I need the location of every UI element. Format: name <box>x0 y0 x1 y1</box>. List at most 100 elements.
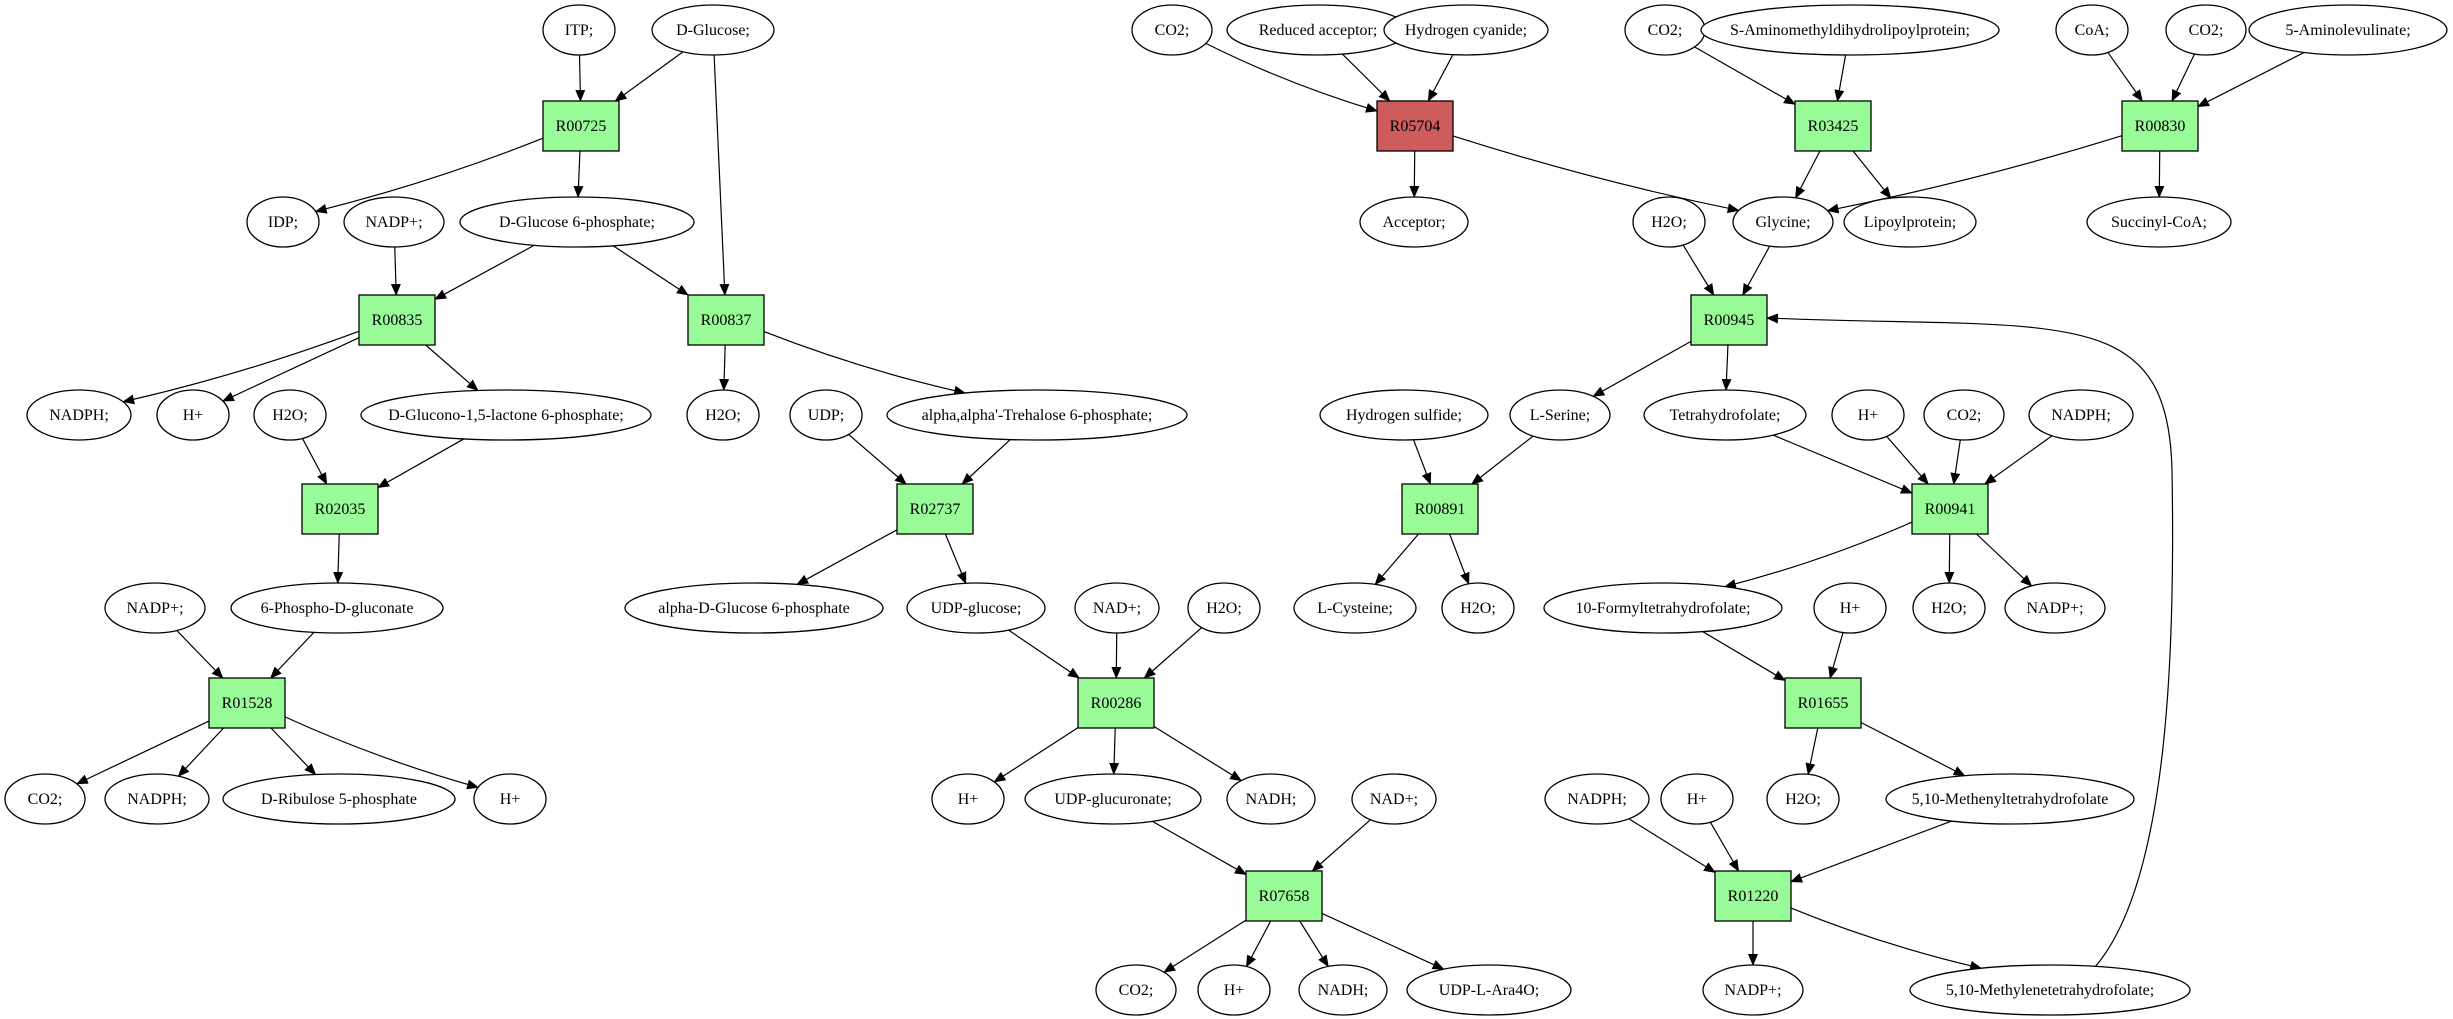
metabolite-d-glucose: D-Glucose; <box>651 4 775 56</box>
metabolite-label: D-Glucose; <box>676 22 750 39</box>
metabolite-label: H+ <box>958 791 979 808</box>
edge-r07658-to-m-nadh-2 <box>1299 920 1329 968</box>
metabolite-label: H2O; <box>705 407 741 424</box>
metabolite-label: NADP+; <box>2026 600 2083 617</box>
metabolite-label: NADP+; <box>1724 982 1781 999</box>
metabolite-co2: CO2; <box>1131 4 1213 56</box>
metabolite-label: Glycine; <box>1755 214 1810 231</box>
metabolite-ellipse <box>222 773 456 825</box>
metabolite-label: UDP-glucose; <box>931 600 1022 617</box>
edge-m-formylthf-to-r01655 <box>1702 631 1786 681</box>
metabolite-hydrogen-cyanide: Hydrogen cyanide; <box>1383 4 1549 56</box>
metabolite-ellipse <box>246 196 320 248</box>
edge-m-co2-4-to-r03425 <box>1694 46 1796 105</box>
metabolite-ellipse <box>1544 773 1650 825</box>
metabolite-ellipse <box>1383 4 1549 56</box>
metabolite-ellipse <box>1131 4 1213 56</box>
metabolite-h: H+ <box>1813 582 1887 634</box>
edge-m-itp-to-r00725 <box>575 54 586 102</box>
edge-m-ala-to-r00830 <box>2197 51 2305 108</box>
metabolite-d-glucono-1-5-lactone-6-phosphate: D-Glucono-1,5-lactone 6-phosphate; <box>360 389 652 441</box>
reaction-label: R01528 <box>222 695 273 712</box>
edge-r02737-to-m-udpglucose <box>944 533 967 585</box>
reaction-r01655: R01655 <box>1784 677 1862 729</box>
metabolite-ellipse <box>542 4 616 56</box>
metabolite-nadp: NADP+; <box>2004 582 2106 634</box>
edge-r00891-to-m-h2o-5 <box>1449 533 1470 585</box>
reaction-label: R00725 <box>556 118 607 135</box>
edge-m-udpglucuronate-to-r07658 <box>1152 820 1247 875</box>
metabolite-label: Hydrogen cyanide; <box>1405 22 1527 39</box>
edge-r02035-to-m-6pg <box>333 533 344 585</box>
metabolite-ellipse <box>1702 964 1804 1016</box>
metabolite-ellipse <box>2086 196 2232 248</box>
reaction-r01528: R01528 <box>208 677 286 729</box>
metabolite-ellipse <box>104 773 210 825</box>
metabolite-label: NADPH; <box>2051 407 2111 424</box>
metabolite-10-formyltetrahydrofolate: 10-Formyltetrahydrofolate; <box>1543 582 1783 634</box>
metabolite-label: H+ <box>1840 600 1861 617</box>
metabolite-ellipse <box>1732 196 1834 248</box>
reaction-r05704: R05704 <box>1376 100 1454 152</box>
metabolite-udp-glucuronate: UDP-glucuronate; <box>1024 773 1202 825</box>
edge-m-dglucose-to-r00837 <box>713 54 730 296</box>
metabolite-label: CoA; <box>2075 22 2110 39</box>
metabolite-ellipse <box>1766 773 1840 825</box>
reaction-box <box>1794 100 1872 152</box>
metabolite-label: H+ <box>1224 982 1245 999</box>
metabolite-ellipse <box>1024 773 1202 825</box>
metabolite-ellipse <box>1923 389 2005 441</box>
metabolite-label: Reduced acceptor; <box>1259 22 1378 39</box>
edge-m-glucono-to-r02035 <box>377 438 465 489</box>
reaction-box <box>1784 677 1862 729</box>
reaction-label: R00830 <box>2135 118 2186 135</box>
metabolite-label: 6-Phospho-D-gluconate <box>261 600 414 617</box>
edge-r00725-to-m-idp <box>314 137 544 214</box>
metabolite-label: H2O; <box>272 407 308 424</box>
metabolite-co2: CO2; <box>1923 389 2005 441</box>
metabolite-h: H+ <box>1660 773 1734 825</box>
metabolite-label: D-Ribulose 5-phosphate <box>261 791 417 808</box>
reaction-label: R05704 <box>1390 118 1441 135</box>
reaction-r00891: R00891 <box>1401 483 1479 535</box>
reaction-box <box>301 483 379 535</box>
metabolite-h: H+ <box>156 389 230 441</box>
edge-r00835-to-m-glucono <box>425 344 479 392</box>
metabolite-nadh: NADH; <box>1298 964 1388 1016</box>
edge-r00945-to-m-serine <box>1592 340 1692 397</box>
metabolite-label: UDP; <box>808 407 844 424</box>
metabolite-label: CO2; <box>28 791 63 808</box>
metabolite-h: H+ <box>931 773 1005 825</box>
reaction-box <box>2121 100 2199 152</box>
metabolite-label: S-Aminomethyldihydrolipoylprotein; <box>1730 22 1970 39</box>
metabolite-ellipse <box>1095 964 1177 1016</box>
metabolite-udp-l-ara4o: UDP-L-Ara4O; <box>1406 964 1572 1016</box>
metabolite-label: H+ <box>500 791 521 808</box>
reaction-label: R03425 <box>1808 118 1859 135</box>
metabolite-label: NADH; <box>1246 791 1297 808</box>
metabolite-ellipse <box>2055 4 2129 56</box>
metabolite-ellipse <box>1700 4 2000 56</box>
metabolite-coa: CoA; <box>2055 4 2129 56</box>
edge-r02737-to-m-adg6p <box>796 529 898 585</box>
metabolite-ellipse <box>104 582 206 634</box>
metabolite-ellipse <box>931 773 1005 825</box>
metabolite-label: alpha-D-Glucose 6-phosphate <box>658 600 850 617</box>
reaction-r00830: R00830 <box>2121 100 2199 152</box>
metabolite-label: 10-Formyltetrahydrofolate; <box>1575 600 1750 617</box>
edge-m-co2-5-to-r00830 <box>2171 53 2196 102</box>
edge-r00286-to-m-udpglucuronate <box>1109 727 1120 776</box>
metabolite-h2o: H2O; <box>686 389 760 441</box>
metabolite-label: H2O; <box>1931 600 1967 617</box>
metabolite-label: CO2; <box>1648 22 1683 39</box>
reaction-box <box>687 294 765 346</box>
metabolite-co2: CO2; <box>4 773 86 825</box>
metabolite-label: NADP+; <box>126 600 183 617</box>
edge-r00725-to-m-g6p <box>573 150 584 199</box>
metabolite-label: Succinyl-CoA; <box>2111 214 2207 231</box>
metabolite-ellipse <box>156 389 230 441</box>
reaction-box <box>1911 483 1989 535</box>
metabolite-tetrahydrofolate: Tetrahydrofolate; <box>1643 389 1807 441</box>
